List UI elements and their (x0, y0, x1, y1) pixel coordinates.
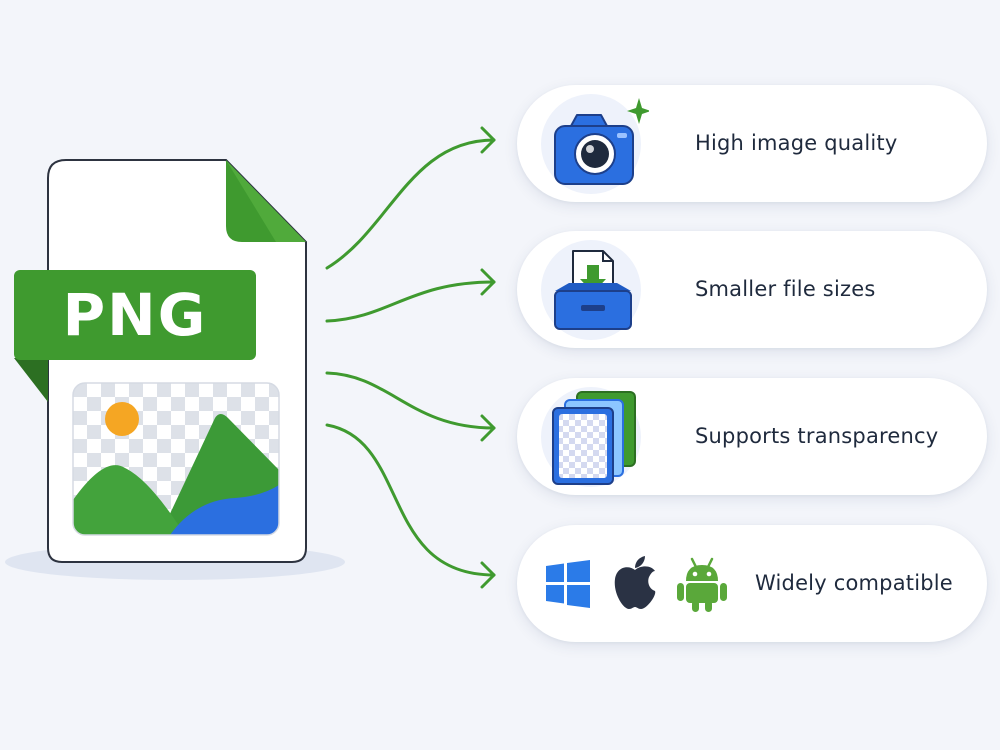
feature-card-file-size: Smaller file sizes (517, 231, 987, 348)
arrow-to-quality (325, 138, 496, 270)
feature-label: Smaller file sizes (695, 277, 876, 301)
arrow-head-1 (480, 126, 496, 154)
download-tray-icon (554, 250, 632, 330)
arrow-head-4 (480, 561, 496, 589)
android-logo-icon (677, 557, 727, 612)
transparent-layers-icon (552, 391, 636, 485)
feature-label: High image quality (695, 131, 898, 155)
arrow-head-3 (480, 414, 496, 442)
apple-logo-icon (614, 556, 656, 609)
arrow-to-transparency (325, 371, 496, 430)
feature-card-quality: High image quality (517, 85, 987, 202)
feature-label: Widely compatible (755, 571, 953, 595)
feature-card-transparency: Supports transparency (517, 378, 987, 495)
feature-label: Supports transparency (695, 424, 939, 448)
arrow-head-2 (480, 268, 496, 296)
png-file-icon (14, 159, 307, 563)
windows-logo-icon (546, 560, 590, 608)
arrow-to-compatibility (325, 423, 496, 577)
camera-icon (554, 98, 649, 185)
sparkle-icon (627, 98, 649, 124)
feature-card-compatibility: Widely compatible (517, 525, 987, 642)
file-type-label: PNG (62, 281, 208, 349)
arrow-to-file-size (325, 280, 496, 323)
